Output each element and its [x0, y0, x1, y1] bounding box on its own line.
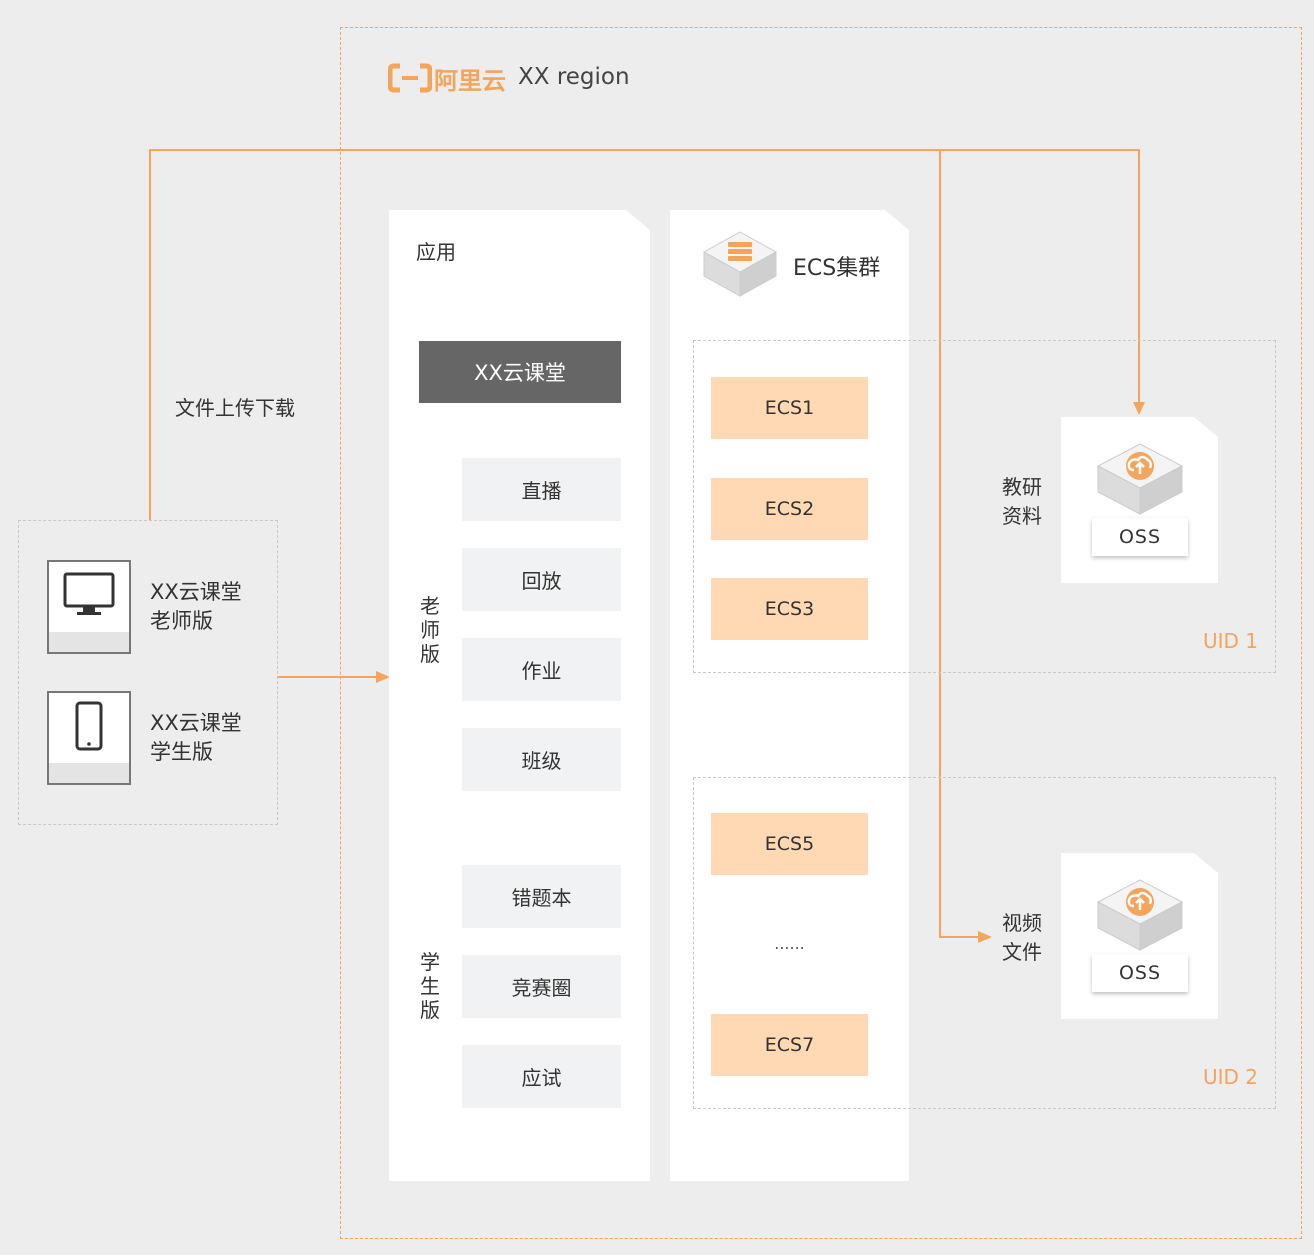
oss2-desc-line1: 视频: [1002, 911, 1042, 935]
feature-homework[interactable]: 作业: [462, 638, 621, 701]
student-group-char: 版: [420, 998, 440, 1022]
feature-exam[interactable]: 应试: [462, 1045, 621, 1108]
arrow-to-oss1: [1133, 402, 1145, 415]
uid1-label: UID 1: [1203, 629, 1259, 653]
teacher-client-line1: XX云课堂: [150, 580, 242, 604]
ecs-instance[interactable]: ECS7: [711, 1014, 868, 1076]
student-group-label: 学 生 版: [418, 950, 442, 1022]
teacher-client-label: XX云课堂 老师版: [150, 578, 242, 636]
uid1-frame: [693, 340, 1276, 673]
uid2-label: UID 2: [1203, 1065, 1259, 1089]
teacher-group-label: 老 师 版: [418, 594, 442, 666]
feature-mistake-book[interactable]: 错题本: [462, 865, 621, 928]
feature-playback[interactable]: 回放: [462, 548, 621, 611]
student-client-line1: XX云课堂: [150, 711, 242, 735]
student-client-line2: 学生版: [150, 740, 213, 764]
ecs-ellipsis: ......: [774, 933, 805, 953]
ecs-instance[interactable]: ECS5: [711, 813, 868, 875]
student-client-device: [47, 691, 131, 785]
feature-live[interactable]: 直播: [462, 458, 621, 521]
oss1-description: 教研 资料: [1002, 473, 1042, 531]
device-base: [49, 763, 129, 783]
student-client-label: XX云课堂 学生版: [150, 709, 242, 767]
feature-competition[interactable]: 竞赛圈: [462, 955, 621, 1018]
device-base: [49, 632, 129, 652]
ecs-panel-title: ECS集群: [793, 256, 881, 281]
ecs-instance[interactable]: ECS1: [711, 377, 868, 439]
oss-bucket-icon: [1096, 443, 1184, 515]
ecs-instance[interactable]: ECS2: [711, 478, 868, 540]
region-frame: [340, 27, 1302, 1239]
oss1-desc-line1: 教研: [1002, 475, 1042, 499]
teacher-client-device: [47, 560, 131, 654]
oss2-service-label: OSS: [1092, 954, 1188, 992]
uid2-frame: [693, 777, 1276, 1109]
oss2-desc-line2: 文件: [1002, 940, 1042, 964]
app-header-box: XX云课堂: [419, 341, 621, 403]
teacher-group-char: 师: [420, 618, 440, 642]
teacher-group-char: 老: [420, 594, 440, 618]
region-label: XX region: [518, 64, 630, 90]
tablet-icon: [75, 701, 103, 751]
student-group-char: 生: [420, 974, 440, 998]
teacher-group-char: 版: [420, 642, 440, 666]
oss1-service-label: OSS: [1092, 518, 1188, 556]
video-line: [939, 150, 978, 938]
arrow-to-video: [978, 931, 992, 943]
student-group-char: 学: [420, 950, 440, 974]
upload-line: [149, 149, 1140, 520]
teacher-client-line2: 老师版: [150, 609, 213, 633]
oss1-desc-line2: 资料: [1002, 504, 1042, 528]
clients-frame: [18, 520, 278, 825]
app-panel-title: 应用: [416, 240, 456, 264]
arrow-to-app: [376, 671, 390, 683]
ecs-server-icon: [702, 231, 778, 297]
oss2-description: 视频 文件: [1002, 909, 1042, 967]
feature-class[interactable]: 班级: [462, 728, 621, 791]
logo-text: 阿里云: [434, 66, 506, 95]
monitor-icon: [63, 572, 115, 615]
aliyun-logo-icon: [388, 63, 432, 93]
upload-label: 文件上传下载: [175, 396, 295, 420]
oss-bucket-icon: [1096, 879, 1184, 951]
aliyun-logo: 阿里云: [388, 62, 506, 95]
ecs-instance[interactable]: ECS3: [711, 578, 868, 640]
